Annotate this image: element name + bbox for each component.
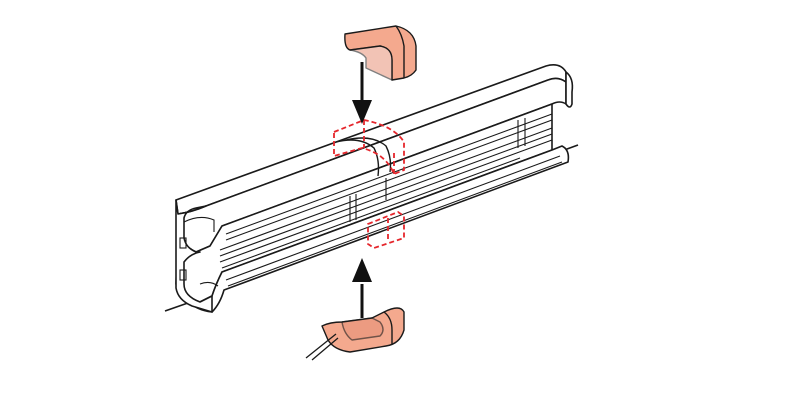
trunking-end-profile [175,199,213,313]
bottom-joint-clip [321,307,405,353]
cable-end [305,333,339,361]
bottom-clip-edge [383,311,393,344]
bottom-joint-marker [367,210,405,249]
top-joint-clip [344,25,417,81]
trunking-body [175,64,574,313]
up-arrow [352,258,372,318]
down-arrow [352,62,372,124]
bottom-clip-inner [341,317,384,341]
trunking-lid-end [565,71,574,108]
trunking-groove-lines [179,113,563,287]
top-clip-edge [395,25,405,78]
top-clip-body [344,25,417,81]
top-joint-marker [333,119,405,176]
lid-seam [335,137,392,177]
top-clip-fold [349,45,393,81]
